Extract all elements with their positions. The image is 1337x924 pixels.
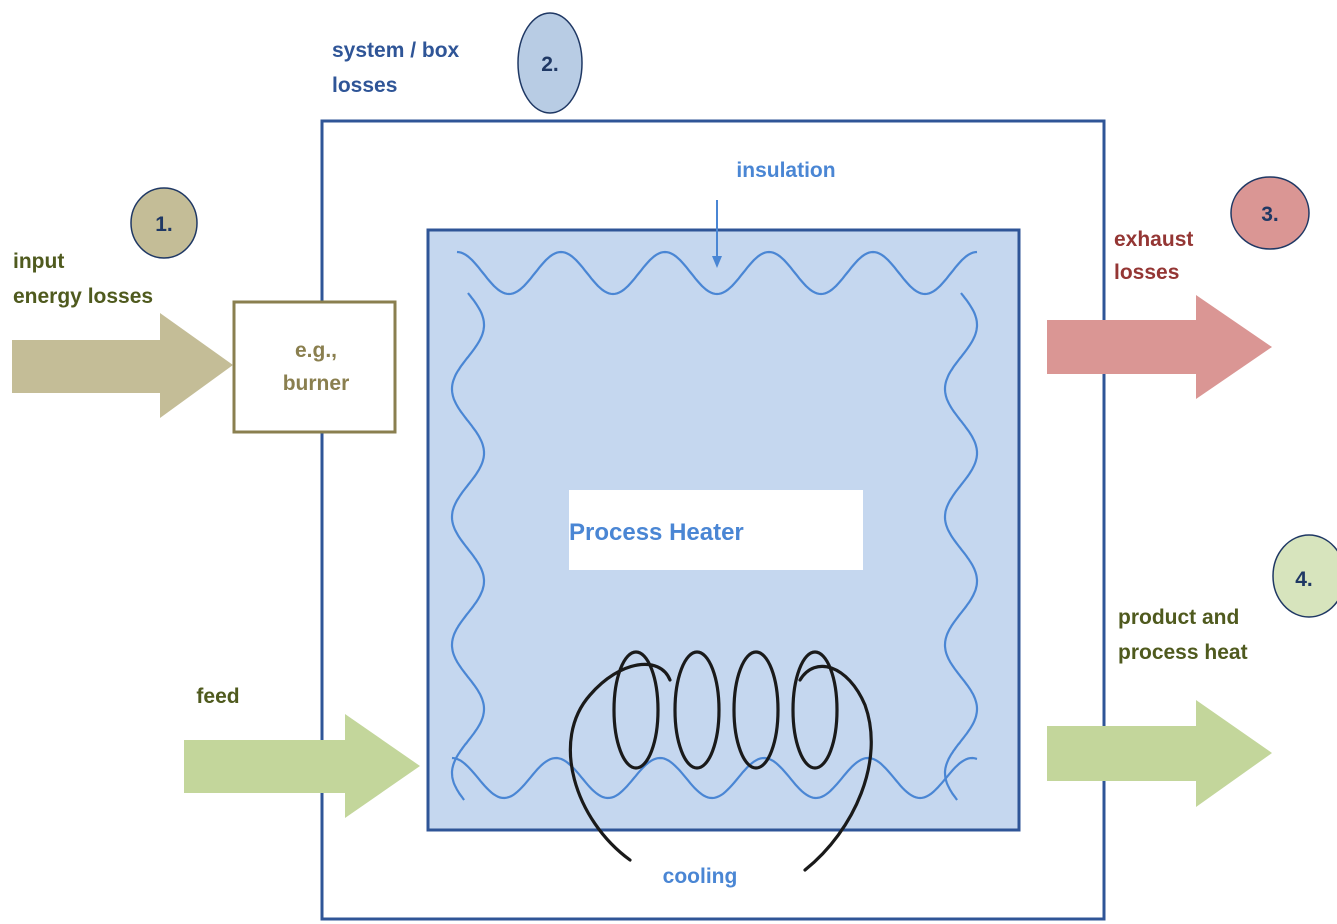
badge-4: 4. bbox=[1272, 534, 1337, 618]
cooling-label: cooling bbox=[663, 865, 738, 888]
insulation-wave-right bbox=[943, 292, 979, 801]
burner-box bbox=[232, 300, 397, 434]
product-label-line1: product and bbox=[1118, 606, 1239, 629]
exhaust-label-line1: exhaust bbox=[1114, 228, 1193, 251]
exhaust-label-line2: losses bbox=[1114, 261, 1179, 284]
insulation-wave-bottom bbox=[451, 756, 978, 800]
burner-label-line2: burner bbox=[283, 372, 350, 395]
coil-loop-2 bbox=[673, 650, 721, 770]
process-heater-title: Process Heater bbox=[569, 519, 744, 546]
badge-4-text: 4. bbox=[1295, 568, 1313, 591]
product-label-line2: process heat bbox=[1118, 641, 1248, 664]
coil-loop-3 bbox=[732, 650, 780, 770]
input-energy-label-line2: energy losses bbox=[13, 285, 153, 308]
input-energy-label-line1: input bbox=[13, 250, 64, 273]
input-energy-arrow bbox=[12, 313, 233, 418]
insulation-label: insulation bbox=[736, 159, 835, 182]
system-boundary-box bbox=[320, 119, 1106, 921]
coil-loop-1 bbox=[612, 650, 660, 770]
badge-1: 1. bbox=[130, 187, 198, 259]
product-arrow bbox=[1047, 700, 1272, 807]
process-heater-chamber bbox=[426, 228, 1021, 832]
badge-2: 2. bbox=[517, 12, 583, 114]
exhaust-arrow bbox=[1047, 295, 1272, 399]
feed-arrow bbox=[184, 714, 420, 818]
coil-loop-4 bbox=[791, 650, 839, 770]
badge-3-text: 3. bbox=[1261, 203, 1279, 226]
insulation-waves bbox=[450, 250, 979, 801]
badge-2-text: 2. bbox=[541, 53, 559, 76]
feed-label: feed bbox=[196, 685, 239, 708]
insulation-wave-top bbox=[456, 250, 978, 296]
system-box-losses-label-line2: losses bbox=[332, 74, 397, 97]
badge-1-text: 1. bbox=[155, 213, 173, 236]
process-heater-label-box bbox=[569, 490, 863, 570]
insulation-wave-left bbox=[450, 292, 486, 801]
badge-3: 3. bbox=[1230, 176, 1310, 250]
insulation-pointer-arrow bbox=[712, 200, 722, 268]
system-box-losses-label-line1: system / box bbox=[332, 39, 460, 62]
burner-label-line1: e.g., bbox=[295, 339, 337, 362]
cooling-coil bbox=[568, 650, 873, 872]
